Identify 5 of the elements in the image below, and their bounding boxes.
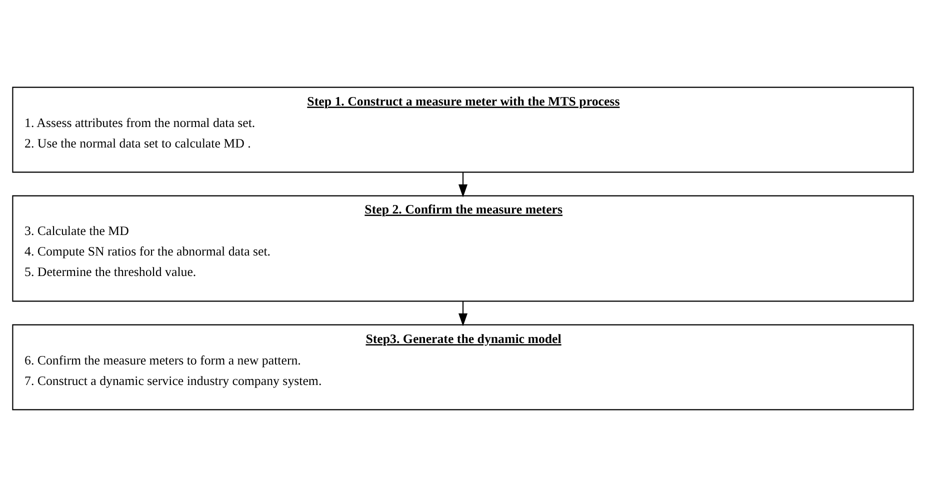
node-box: Step 1. Construct a measure meter with the MTS process 1. Assess attributes from the normal data set. 2. Use the normal data set to calculate MD . <box>12 86 914 172</box>
node-box: Step3. Generate the dynamic model 6. Confirm the measure meters to form a new pattern. 7. Construct a dynamic service industry company system. <box>12 324 914 410</box>
node-box: Step 2. Confirm the measure meters 3. Calculate the MD 4. Compute SN ratios for the abnormal data set. 5. Determine the threshold value. <box>12 194 914 302</box>
arrow <box>458 300 468 326</box>
arrow <box>458 172 468 197</box>
